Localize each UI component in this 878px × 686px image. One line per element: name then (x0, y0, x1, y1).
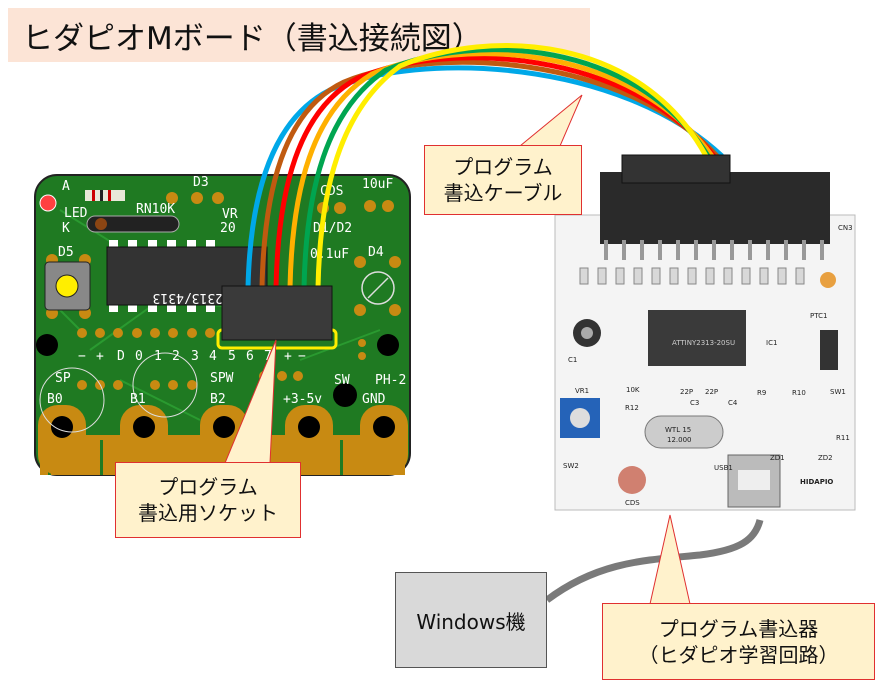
callout-line: プログラム (158, 475, 258, 499)
label: R12 (625, 404, 639, 412)
label: CDS (625, 499, 640, 507)
pin-label: 0 (135, 349, 143, 364)
label-cds: CDS (320, 184, 343, 199)
label-vr-value: 20 (220, 221, 236, 236)
programmer-board: ATTINY2313-20SU WTL 15 12.000 HIDAPIO C1… (554, 172, 856, 511)
led-icon (39, 194, 57, 212)
right-chip-label: ATTINY2313-20SU (672, 339, 735, 347)
programming-cable (245, 43, 724, 289)
label: IC1 (766, 339, 777, 347)
callout-line: 書込用ソケット (138, 501, 278, 525)
pin-label: − (78, 349, 86, 364)
windows-pc-box: Windows機 (395, 572, 547, 668)
label-sw: SW (334, 373, 350, 388)
diagram-title: ヒダピオMボード（書込接続図） (8, 8, 590, 62)
label-b0: B0 (47, 392, 63, 407)
crystal-freq: 12.000 (667, 436, 692, 444)
label-10uf: 10uF (362, 177, 393, 192)
crystal-label: WTL 15 (665, 426, 691, 434)
callout-line: プログラム (453, 155, 553, 179)
label-k: K (62, 221, 70, 236)
label: R9 (757, 389, 766, 397)
pin-label: 3 (191, 349, 199, 364)
label: SW1 (830, 388, 846, 396)
label: R10 (792, 389, 806, 397)
label: C1 (568, 356, 577, 364)
callout-line: 書込ケーブル (443, 181, 563, 205)
label-spw: SPW (210, 371, 234, 386)
label: 10K (626, 386, 640, 394)
pin-label: 6 (246, 349, 254, 364)
label-d4: D4 (368, 245, 384, 260)
label-ph2: PH-2 (375, 373, 406, 388)
label-rn10k: RN10K (136, 202, 175, 217)
label-d3: D3 (193, 175, 209, 190)
label-gnd: GND (362, 392, 386, 407)
label: CN3 (838, 224, 853, 232)
pin-label: 1 (154, 349, 162, 364)
pin-label: + (96, 349, 104, 364)
pin-label: 4 (209, 349, 217, 364)
pin-label: − (298, 349, 306, 364)
pin-label: + (284, 349, 292, 364)
pin-label: 2 (172, 349, 180, 364)
label: ZD2 (818, 454, 833, 462)
usb-cable (544, 518, 764, 603)
label: C3 (690, 399, 699, 407)
cable-callout: プログラム 書込ケーブル (424, 145, 582, 215)
label: SW2 (563, 462, 579, 470)
label: VR1 (575, 387, 589, 395)
label: USB1 (714, 464, 733, 472)
label-a: A (62, 179, 70, 194)
switch-button-icon (55, 274, 79, 298)
label-led: LED (64, 206, 88, 221)
label-b1: B1 (130, 392, 146, 407)
label: C4 (728, 399, 738, 407)
label: PTC1 (810, 312, 827, 320)
pin-label: 5 (228, 349, 236, 364)
label-01uf: 0.1uF (310, 247, 349, 262)
callout-line: プログラム書込器 (658, 616, 819, 641)
cable-connector-programmer (621, 154, 731, 184)
programmer-callout: プログラム書込器 （ヒダピオ学習回路） (602, 603, 875, 680)
socket-callout: プログラム 書込用ソケット (115, 462, 301, 538)
label-d5: D5 (58, 245, 74, 260)
label-power: +3-5v (283, 392, 322, 407)
callout-line: （ヒダピオ学習回路） (638, 642, 839, 667)
label-sp: SP (55, 371, 71, 386)
pin-label: 7 (264, 349, 272, 364)
label-vr: VR (222, 207, 238, 222)
label: 22P (680, 388, 693, 396)
brand-label: HIDAPIO (800, 478, 833, 486)
cable-connector-socket (221, 285, 333, 341)
cable-callout-pointer (518, 94, 583, 147)
label: 22P (705, 388, 718, 396)
label: R11 (836, 434, 850, 442)
label-b2: B2 (210, 392, 226, 407)
pin-label: D (117, 349, 125, 364)
label: ZD1 (770, 454, 785, 462)
